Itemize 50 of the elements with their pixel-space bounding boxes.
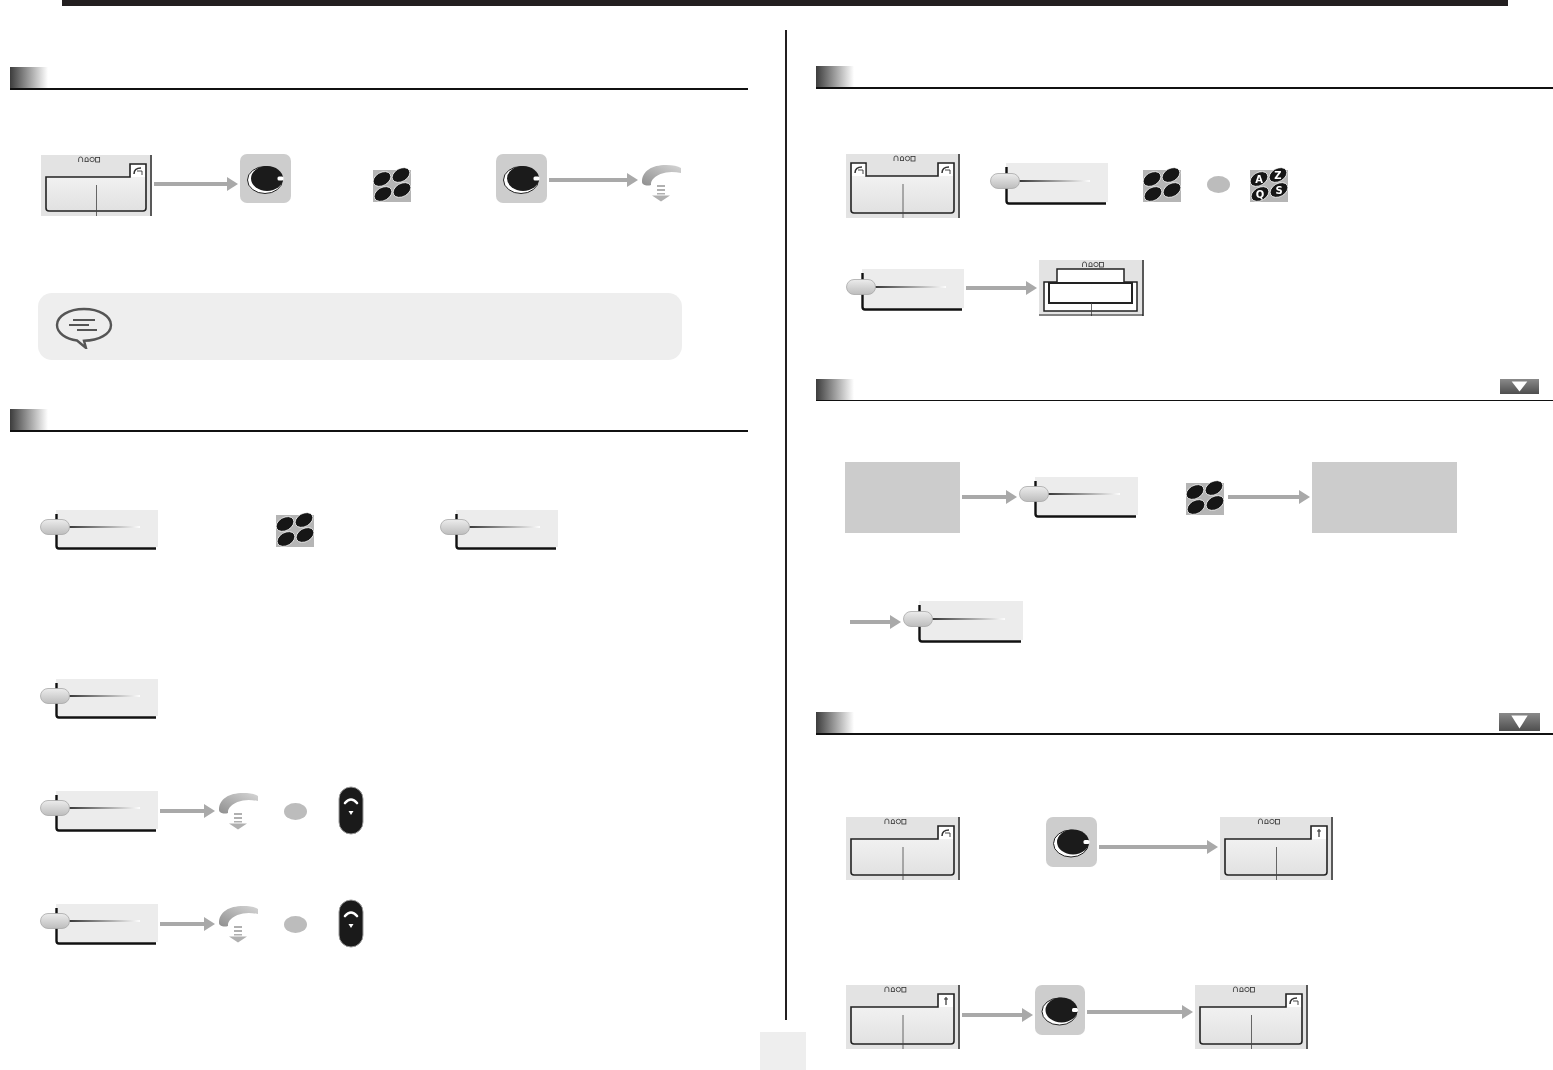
handset-key-icon: [338, 786, 364, 835]
handset-icon: [217, 903, 259, 943]
phone-display-icon: [846, 817, 960, 880]
key-letter: Z: [1274, 169, 1282, 181]
round-key-icon: [1035, 985, 1085, 1035]
softkey-icon: [903, 601, 1023, 643]
empty-panel: [845, 462, 960, 533]
softkey-icon: [990, 163, 1108, 205]
keypad-icon: [1140, 165, 1183, 203]
empty-panel: [1312, 462, 1457, 533]
phone-display-icon: [1195, 985, 1308, 1049]
arrow: [1099, 840, 1218, 854]
softkey-icon: [40, 904, 158, 945]
handset-icon: [640, 162, 684, 202]
arrow: [549, 173, 638, 187]
arrow: [154, 177, 238, 191]
arrow: [962, 490, 1017, 504]
round-key-icon: [240, 154, 291, 203]
keypad-icon: [1183, 478, 1226, 516]
keypad-icon: [273, 510, 316, 548]
key-letter: S: [1275, 184, 1283, 196]
phone-display-icon: [1220, 817, 1333, 880]
arrow: [160, 804, 215, 818]
arrow: [966, 281, 1037, 295]
arrow: [850, 615, 901, 629]
phone-display-icon: [1039, 260, 1144, 316]
round-key-icon: [1046, 817, 1097, 867]
softkey-icon: [40, 510, 158, 550]
arrow: [1228, 490, 1310, 504]
phone-display-icon: [846, 985, 960, 1049]
dot-icon: [284, 803, 307, 820]
phone-display-icon: [41, 155, 152, 216]
key-letter: A: [1255, 173, 1263, 185]
handset-key-icon: [338, 899, 364, 948]
arrow: [160, 917, 215, 931]
softkey-icon: [440, 510, 558, 550]
keypad-icon: [370, 165, 413, 203]
softkey-icon: [40, 791, 158, 832]
handset-icon: [217, 790, 259, 830]
letter-keypad-icon: [1247, 165, 1290, 203]
arrow: [962, 1008, 1033, 1022]
dot-icon: [1207, 176, 1230, 193]
key-letter: Q: [1255, 188, 1265, 200]
arrow: [1087, 1005, 1193, 1019]
phone-display-icon: [846, 154, 960, 218]
round-key-icon: [496, 154, 547, 203]
softkey-icon: [846, 269, 964, 311]
dot-icon: [284, 916, 307, 933]
softkey-icon: [1019, 477, 1138, 518]
softkey-icon: [40, 679, 158, 719]
